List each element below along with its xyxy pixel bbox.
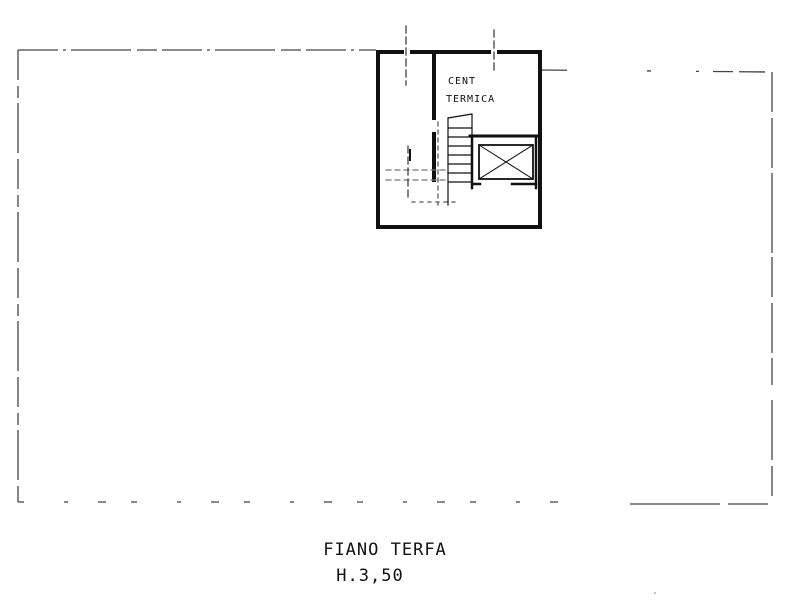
stair bbox=[385, 113, 473, 206]
lift-shaft bbox=[470, 136, 538, 190]
construction-lines bbox=[405, 25, 495, 199]
boiler-room-label-line1: CENT bbox=[448, 76, 476, 87]
perimeter-top-right bbox=[540, 69, 773, 73]
building-perimeter bbox=[17, 49, 773, 505]
core-block bbox=[376, 25, 542, 229]
floor-title: FIANO TERFA bbox=[323, 540, 447, 560]
core-exterior-wall bbox=[376, 50, 542, 229]
floor-height: H.3,50 bbox=[336, 566, 404, 586]
boiler-room-label-line2: TERMICA bbox=[446, 94, 495, 105]
drawing-speck bbox=[654, 592, 656, 594]
